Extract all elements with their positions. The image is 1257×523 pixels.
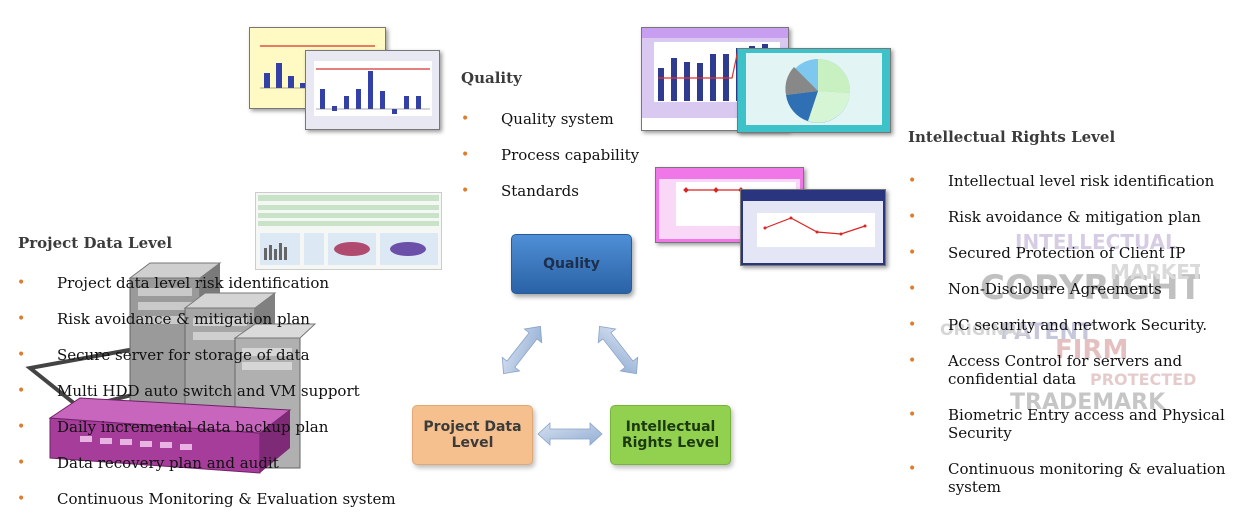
list-item: • Non-Disclosure Agreements	[908, 280, 1238, 298]
double-arrow-icon	[597, 325, 639, 375]
list-item-label: Data recovery plan and audit	[57, 454, 279, 472]
list-item-label: Multi HDD auto switch and VM support	[57, 382, 360, 400]
quality-heading: Quality	[461, 69, 522, 87]
word-cloud-word: MARKET	[1110, 260, 1200, 284]
word-cloud-illustration: COPYRIGHT INTELLECTUAL FIRM TRADEMARK PA…	[940, 200, 1200, 520]
list-item: • Data recovery plan and audit	[17, 454, 396, 472]
project-heading: Project Data Level	[18, 234, 173, 252]
bullet-icon: •	[17, 419, 26, 435]
list-item: • Standards	[461, 182, 639, 200]
list-item-label: Secured Protection of Client IP	[948, 244, 1186, 262]
list-item-label: Standards	[501, 182, 579, 200]
word-cloud-word: FIRM	[1055, 335, 1129, 365]
word-cloud-word: INTELLECTUAL	[1015, 230, 1178, 254]
list-item: • Secure server for storage of data	[17, 346, 396, 364]
list-item: • Continuous monitoring & evaluation syst…	[908, 460, 1228, 496]
word-cloud-word: PROTECTED	[1090, 370, 1197, 389]
list-item: • Risk avoidance & mitigation plan	[17, 310, 396, 328]
bullet-icon: •	[908, 173, 917, 189]
word-cloud-word: COPYRIGHT	[980, 268, 1200, 308]
bullet-icon: •	[908, 281, 917, 297]
customer-satisfaction-chart-thumbnail	[740, 189, 886, 266]
list-item: • Intellectual level risk identification	[908, 172, 1238, 190]
list-item-label: PC security and network Security.	[948, 316, 1208, 334]
list-item-label: Secure server for storage of data	[57, 346, 310, 364]
double-arrow-icon	[501, 325, 543, 375]
list-item-label: Risk avoidance & mitigation plan	[948, 208, 1201, 226]
list-item-label: Project data level risk identification	[57, 274, 330, 292]
quality-list: • Quality system • Process capability • Sta…	[461, 110, 640, 200]
list-item: • Access Control for servers and confiden…	[908, 352, 1188, 388]
word-cloud-word: TRADEMARK	[1010, 390, 1166, 415]
diagram-arrows	[501, 325, 639, 446]
list-item-label: Biometric Entry access and Physical Secu…	[948, 406, 1225, 442]
list-item: • PC security and network Security.	[908, 316, 1238, 334]
bullet-icon: •	[908, 461, 917, 477]
list-item: • Continuous Monitoring & Evaluation syst…	[17, 490, 396, 508]
bullet-icon: •	[908, 317, 917, 333]
list-item: • Secured Protection of Client IP	[908, 244, 1238, 262]
double-arrow-icon	[537, 422, 603, 446]
list-item: • Daily incremental data backup plan	[17, 418, 396, 436]
intellectual-rights-level-box: Intellectual Rights Level	[610, 405, 731, 465]
bullet-icon: •	[17, 347, 26, 363]
word-cloud-word: ORIGINAL	[940, 320, 1027, 339]
list-item: • Project data level risk identification	[17, 274, 396, 292]
list-item: • Quality system	[461, 110, 639, 128]
list-item-label: Daily incremental data backup plan	[57, 418, 329, 436]
bullet-icon: •	[908, 209, 917, 225]
list-item-label: Quality system	[501, 110, 614, 128]
quality-box: Quality	[511, 234, 632, 294]
list-item: • Multi HDD auto switch and VM support	[17, 382, 396, 400]
project-list: •Project data level risk identification …	[17, 274, 396, 508]
list-item-label: Risk avoidance & mitigation plan	[57, 310, 310, 328]
ip-list: •Intellectual level risk identification …	[908, 172, 1238, 496]
bullet-icon: •	[908, 245, 917, 261]
bullet-icon: •	[17, 311, 26, 327]
list-item-label: Continuous Monitoring & Evaluation syste…	[57, 490, 396, 508]
list-item-label: Process capability	[501, 146, 640, 164]
list-item-label: Intellectual level risk identification	[948, 172, 1215, 190]
quality-section: Quality	[461, 69, 522, 87]
pie-chart-thumbnail	[737, 48, 891, 133]
bullet-icon: •	[17, 275, 26, 291]
list-item: • Biometric Entry access and Physical Sec…	[908, 406, 1228, 442]
bullet-icon: •	[17, 455, 26, 471]
dashboard-thumbnail	[255, 192, 442, 270]
list-item-label: Non-Disclosure Agreements	[948, 280, 1162, 298]
bullet-icon: •	[461, 183, 470, 199]
bullet-icon: •	[908, 407, 917, 423]
list-item: • Risk avoidance & mitigation plan	[908, 208, 1238, 226]
bullet-icon: •	[908, 353, 917, 369]
bullet-icon: •	[461, 147, 470, 163]
list-item-label: Continuous monitoring & evaluation syste…	[948, 460, 1226, 496]
project-data-level-box: Project Data Level	[412, 405, 533, 465]
server-rack-illustration	[25, 262, 317, 474]
effort-variance-chart-thumbnail	[305, 50, 440, 130]
ip-heading: Intellectual Rights Level	[908, 128, 1116, 146]
word-cloud-word: PATENT	[1000, 320, 1093, 345]
list-item-label: Access Control for servers and confident…	[948, 352, 1183, 388]
bullet-icon: •	[17, 383, 26, 399]
bullet-icon: •	[17, 491, 26, 507]
list-item: • Process capability	[461, 146, 640, 164]
bullet-icon: •	[461, 111, 470, 127]
